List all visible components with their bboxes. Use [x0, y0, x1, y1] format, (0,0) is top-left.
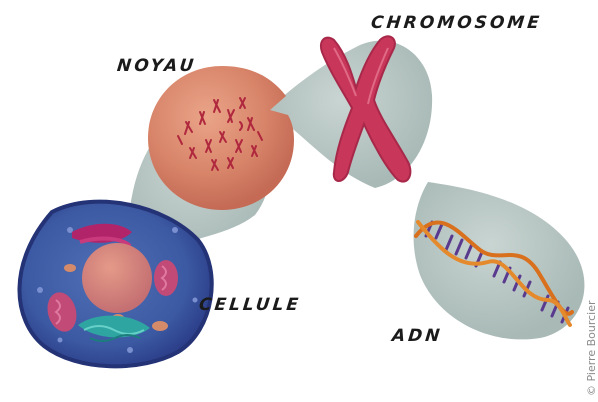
- label-cellule: CELLULE: [198, 295, 302, 315]
- label-adn: ADN: [391, 326, 444, 346]
- nucleus: [148, 66, 294, 210]
- photo-credit: © Pierre Bourcier: [585, 300, 598, 396]
- cell: [19, 202, 211, 367]
- label-chromosome: CHROMOSOME: [370, 13, 543, 33]
- label-noyau: NOYAU: [116, 56, 197, 76]
- mitochondrion: [154, 260, 178, 296]
- cell-nucleus: [82, 243, 152, 313]
